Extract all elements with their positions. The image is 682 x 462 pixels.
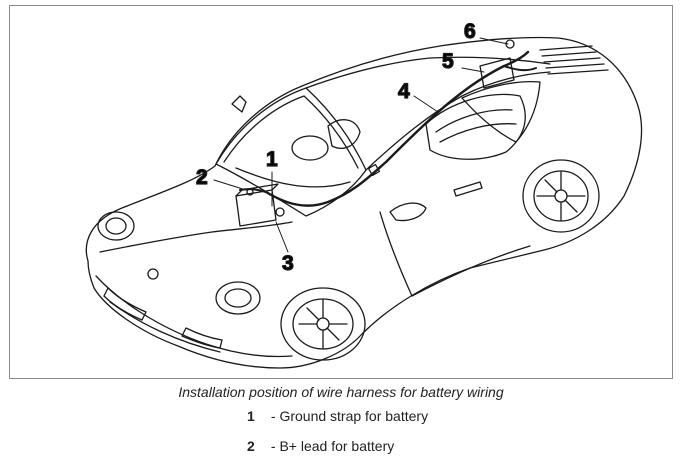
- callout-5: 5: [442, 50, 454, 73]
- door-line: [379, 211, 531, 297]
- callout-6: 6: [464, 20, 476, 43]
- callout-2: 2: [196, 166, 208, 189]
- legend-text: - Ground strap for battery: [270, 408, 429, 424]
- rear-bracket: [479, 57, 515, 89]
- rear-quarter-window: [461, 80, 541, 143]
- front-intake-right: [181, 327, 223, 349]
- battery-box: [235, 189, 277, 227]
- battery-top: [235, 183, 279, 197]
- steering-wheel: [291, 135, 329, 161]
- harness-connector: [367, 163, 381, 177]
- wire-harness: [264, 50, 530, 207]
- headlight-right: [215, 281, 261, 315]
- legend-number: 1: [247, 408, 255, 424]
- legend-text: - B+ lead for battery: [270, 438, 395, 454]
- rear-louvres: [539, 45, 609, 75]
- front-intake-left: [103, 287, 147, 321]
- door-handle: [453, 181, 483, 197]
- engine-block: [425, 93, 526, 160]
- headlight-left-inner: [105, 217, 127, 235]
- roof-line: [305, 56, 551, 89]
- legend-item: 1 - Ground strap for battery: [247, 408, 428, 424]
- legend-item: 2 - B+ lead for battery: [247, 438, 394, 454]
- car-diagram: 1 2 3 4 5 6: [85, 19, 643, 369]
- headlight-left: [97, 211, 135, 241]
- engine-detail: [435, 109, 517, 143]
- rear-wheel: [522, 159, 600, 233]
- windshield: [215, 87, 367, 217]
- diagram-frame: 1 2 3 4 5 6: [9, 5, 673, 379]
- front-wheel: [280, 287, 366, 361]
- hood-crease: [99, 221, 293, 253]
- wire-harness-branch: [239, 65, 537, 193]
- crest-emblem: [147, 268, 159, 280]
- callout-3: 3: [282, 252, 294, 275]
- door-upper: [365, 71, 551, 171]
- ground-point: [275, 207, 285, 217]
- leader-lines: [213, 37, 509, 253]
- headlight-right-inner: [224, 288, 252, 308]
- windshield-inner: [223, 95, 359, 169]
- legend-number: 2: [247, 438, 255, 454]
- car-body-outline: [85, 36, 643, 369]
- callout-1: 1: [266, 148, 278, 171]
- side-mirror: [389, 202, 427, 222]
- figure-caption: Installation position of wire harness fo…: [178, 384, 504, 400]
- dash-line: [235, 167, 351, 188]
- seat-left: [327, 119, 361, 149]
- callout-4: 4: [398, 80, 410, 103]
- left-mirror: [231, 95, 247, 113]
